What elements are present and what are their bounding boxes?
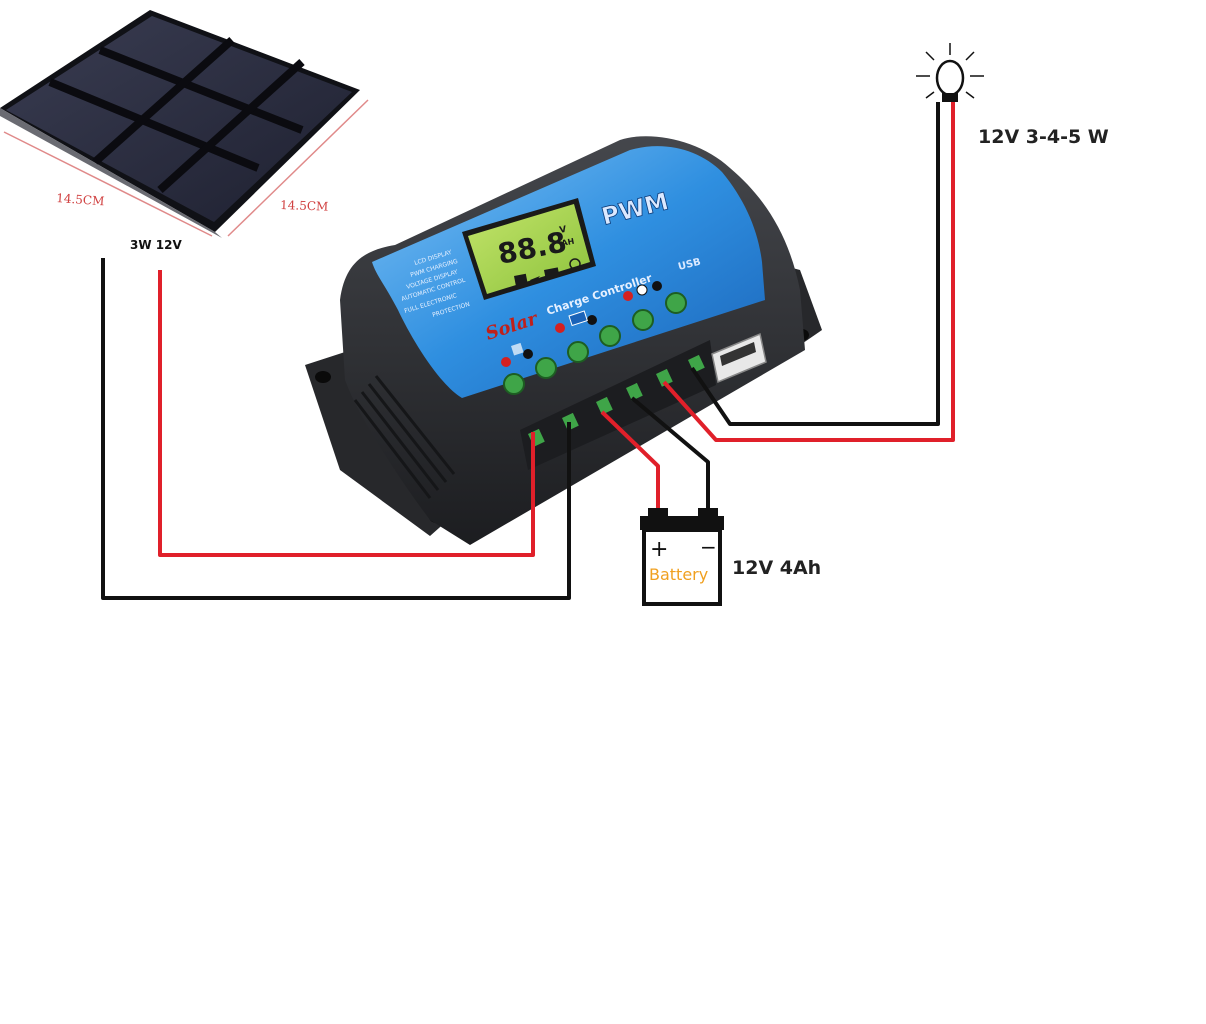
solar-panel-edge [0,108,222,238]
terminal-screws [503,292,687,395]
panel-depth-label: 14.5CM [280,198,329,214]
panel-width-label: 14.5CM [56,191,105,208]
bulb-base [942,93,958,102]
battery: + − Battery 12V 4Ah [640,508,821,606]
load-minus-mark [652,281,662,291]
battery-terminal-positive [648,508,668,518]
battery-body [642,528,722,606]
battery-plus-mark [555,323,565,333]
battery-negative-wire [630,396,710,510]
terminal-socket-5 [656,368,673,387]
terminal-screw-4 [599,325,621,347]
load-positive-wire [662,102,955,442]
battery-icon [568,310,588,327]
battery-terminal-negative [698,508,718,518]
lcd-unit-bottom: AH [561,237,575,248]
battery-positive-wire [600,410,660,510]
terminal-screw-2 [535,357,557,379]
dimension-line-depth [227,99,369,237]
terminal-screw-5 [632,309,654,331]
battery-minus-sign: − [700,535,717,559]
polarity-marks [501,281,662,367]
solar-panel-surface [6,16,352,222]
bulb-rays [916,43,984,99]
solar-minus-mark [523,349,533,359]
battery-minus-mark [587,315,597,325]
mounting-hole-left [315,371,331,383]
housing-ribs [353,375,456,499]
battery-name-label: Battery [649,565,708,584]
bulb-glass [935,59,965,97]
lcd-status-icons [514,258,581,286]
charge-controller: 88.8 V AH PWM USB LCD DISPLAY PWM CHARGI… [305,136,822,546]
solar-plus-mark [501,357,511,367]
terminal-socket-3 [596,396,613,415]
lightbulb-icon: 12V 3-4-5 W [916,43,1109,148]
usb-port-icon [711,332,767,384]
load-negative-wire [690,102,940,426]
terminal-screw-6 [665,292,687,314]
terminal-socket-2 [562,412,579,431]
feature-list: LCD DISPLAY PWM CHARGING VOLTAGE DISPLAY… [401,249,471,319]
panel-positive-wire [158,270,535,557]
lcd-screen [468,204,590,294]
panel-negative-wire [101,258,571,600]
dimension-line-width [3,131,213,237]
battery-plus-sign: + [650,537,668,562]
terminal-screw-1 [503,373,525,395]
wires [101,102,955,600]
usb-label: USB [677,257,702,273]
solar-panel-icon [511,342,524,356]
battery-top-bar [640,516,724,530]
battery-spec-label: 12V 4Ah [732,557,821,579]
load-bulb-icon [636,284,648,296]
load-plus-mark [623,291,633,301]
lamp-spec-label: 12V 3-4-5 W [978,126,1109,148]
solar-panel: 14.5CM 14.5CM 3W 12V [0,10,369,252]
terminal-screw-3 [567,341,589,363]
solar-panel-cell-lines [48,37,305,193]
lcd-unit-top: V [559,225,568,236]
panel-rating-label: 3W 12V [130,238,182,252]
terminal-socket-4 [626,382,643,401]
